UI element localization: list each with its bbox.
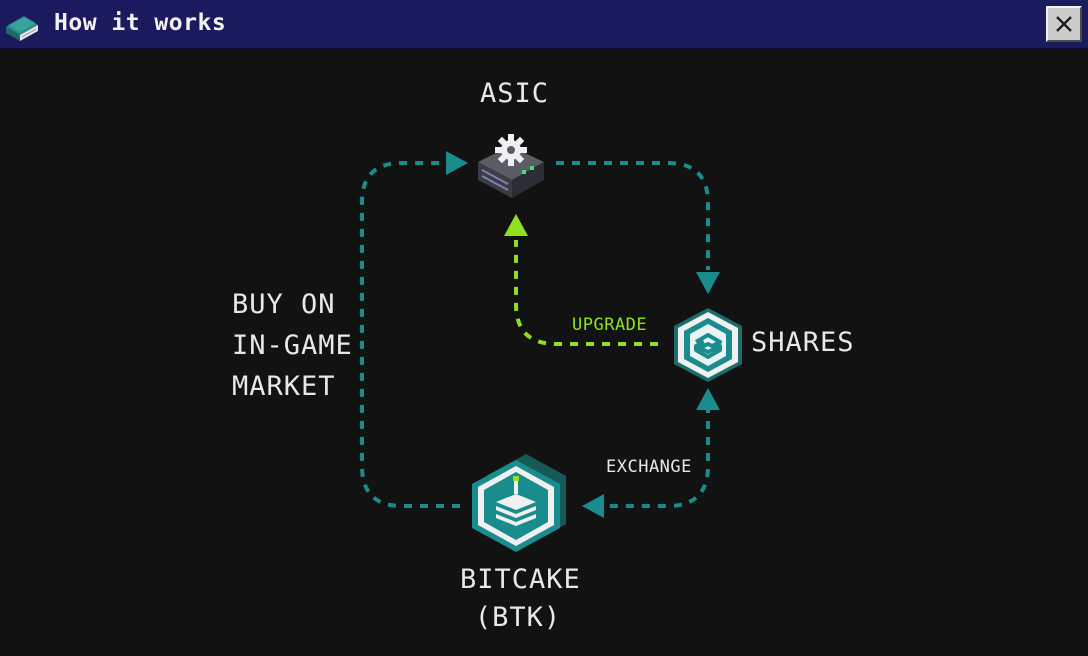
- exchange-label: EXCHANGE: [606, 457, 692, 477]
- upgrade-arrow-path: [514, 240, 658, 346]
- buy-line-3: MARKET: [232, 371, 336, 402]
- shares-hexagon-icon: [672, 306, 744, 382]
- book-icon: [2, 5, 42, 45]
- buy-line-2: IN-GAME: [232, 330, 353, 361]
- window-title: How it works: [54, 10, 227, 36]
- bitcake-arrowhead: [582, 494, 604, 518]
- buy-line-1: BUY ON: [232, 289, 336, 320]
- flow-diagram: ASIC: [0, 50, 1088, 656]
- bitcake-name: BITCAKE: [460, 564, 581, 595]
- bitcake-label: BITCAKE (BTK): [460, 561, 581, 637]
- bitcake-ticker: (BTK): [474, 602, 562, 633]
- asic-miner-icon: [474, 128, 548, 200]
- asic-to-shares-arrow-path: [556, 161, 710, 270]
- title-bar[interactable]: How it works: [0, 0, 1088, 50]
- shares-label: SHARES: [751, 327, 855, 358]
- buy-arrowhead: [446, 151, 468, 175]
- asic-label: ASIC: [480, 78, 550, 109]
- buy-arrow-path: [360, 161, 460, 508]
- shares-arrowhead: [696, 272, 720, 294]
- bitcake-hexagon-icon: [470, 452, 570, 554]
- upgrade-arrowhead: [504, 214, 528, 236]
- upgrade-label: UPGRADE: [572, 315, 648, 335]
- buy-on-market-label: BUY ON IN-GAME MARKET: [232, 284, 353, 407]
- shares-up-arrowhead: [696, 388, 720, 410]
- flow-arrows: [360, 151, 720, 518]
- close-button[interactable]: [1046, 6, 1082, 42]
- exchange-arrow-path: [600, 405, 710, 508]
